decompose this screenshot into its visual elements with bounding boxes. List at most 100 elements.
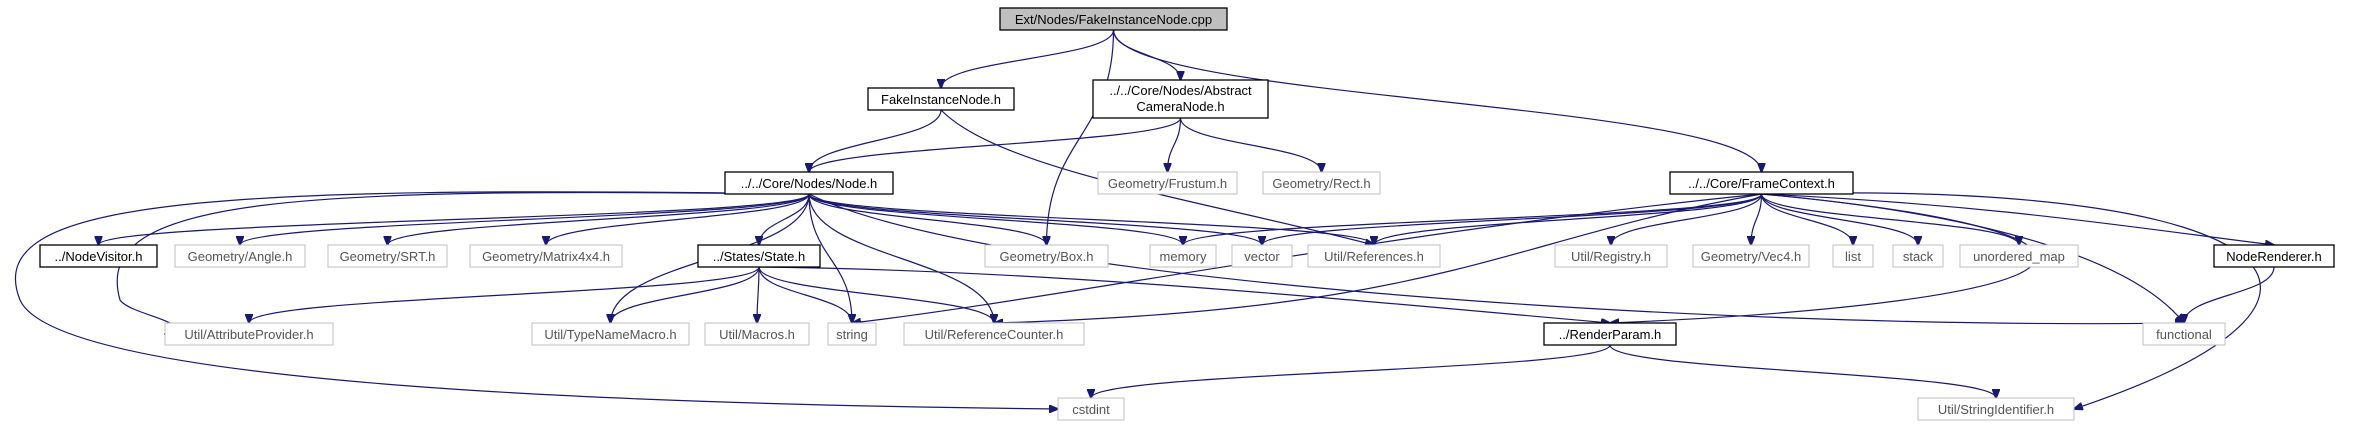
edge-framectx-to-registry [1611,193,1763,245]
node-box [827,322,877,346]
edge-node_h-to-memory [808,193,1183,245]
edge-states-to-refcounter [758,266,994,323]
edge-node_h-to-string [808,193,852,323]
node-box [1543,322,1677,346]
edge-framectx-to-memory [1183,193,1763,245]
node-refcounter: Util/ReferenceCounter.h [903,322,1085,346]
edge-node_h-to-attrprov [116,191,810,334]
node-box [1669,171,1854,195]
node-label: Util/ReferenceCounter.h [925,327,1064,342]
edge-abstract_cam-to-rect [1179,117,1322,172]
node-label: ../../Core/Nodes/Node.h [741,176,878,191]
node-states[interactable]: ../States/State.h [697,244,821,268]
node-box [1262,171,1381,195]
node-box [1917,397,2075,421]
node-label: ../NodeVisitor.h [55,249,143,264]
edge-renderparam-to-cstdint [1091,344,1611,398]
node-attrprov: Util/AttributeProvider.h [164,322,334,346]
node-label: functional [2156,327,2212,342]
node-stack: stack [1892,244,1944,268]
node-label: stack [1903,249,1934,264]
edge-node_h-to-cstdint [14,191,1058,409]
edge-states-to-macros [757,266,759,323]
node-framectx[interactable]: ../../Core/FrameContext.h [1669,171,1854,195]
node-box [984,244,1109,268]
node-label: Geometry/SRT.h [340,249,436,264]
node-matrix: Geometry/Matrix4x4.h [469,244,623,268]
edge-states-to-string [758,266,852,323]
nodes-layer: Ext/Nodes/FakeInstanceNode.cppFakeInstan… [39,7,2335,421]
edge-node_h-to-functional [808,193,2184,324]
edge-root-to-fake_h [941,29,1115,88]
edge-framectx-to-vec4 [1751,193,1763,245]
node-string: string [827,322,877,346]
node-box [704,322,810,346]
node-box [999,7,1228,31]
node-vector: vector [1231,244,1293,268]
edge-states-to-typename [611,266,760,323]
node-renderparam[interactable]: ../RenderParam.h [1543,322,1677,346]
node-box [1832,244,1874,268]
edge-node_h-to-matrix [546,193,810,245]
node-label: Geometry/Rect.h [1272,176,1370,191]
node-nodevisitor[interactable]: ../NodeVisitor.h [39,244,158,268]
node-label: NodeRenderer.h [2226,249,2321,264]
node-box [2213,244,2335,268]
node-box [1959,244,2079,268]
node-angle: Geometry/Angle.h [174,244,306,268]
node-label: cstdint [1072,402,1110,417]
node-box [469,244,623,268]
node-label: Geometry/Matrix4x4.h [482,249,610,264]
node-box [1554,244,1668,268]
node-node-h[interactable]: ../../Core/Nodes/Node.h [724,171,894,195]
node-vec4: Geometry/Vec4.h [1692,244,1810,268]
edge-states-to-renderparam [758,266,1610,323]
node-label: ../../Core/FrameContext.h [1688,176,1835,191]
node-label: Util/AttributeProvider.h [184,327,313,342]
edge-framectx-to-stringid [1761,192,2261,409]
edge-framectx-to-noderenderer [1761,193,2275,245]
node-box: Geometry/Box.h [984,244,1109,268]
node-noderenderer[interactable]: NodeRenderer.h [2213,244,2335,268]
edge-root-to-box [1047,29,1115,245]
edge-framectx-to-list [1760,193,1854,245]
node-box [1892,244,1944,268]
node-box [724,171,894,195]
edge-framectx-to-umap [1760,193,2020,245]
edges-layer [14,29,2275,409]
edge-node_h-to-vector [808,193,1262,245]
node-frustum: Geometry/Frustum.h [1097,171,1238,195]
node-box [164,322,334,346]
node-registry: Util/Registry.h [1554,244,1668,268]
node-umap: unordered_map [1959,244,2079,268]
node-functional: functional [2142,322,2226,346]
node-label: FakeInstanceNode.h [881,92,1001,107]
node-label: vector [1244,249,1280,264]
edge-node_h-to-box [808,193,1047,245]
edge-abstract_cam-to-frustum [1168,117,1182,172]
node-label: Ext/Nodes/FakeInstanceNode.cpp [1015,12,1212,27]
node-cstdint: cstdint [1057,397,1125,421]
edge-framectx-to-refcounter [994,193,1762,323]
node-fake-h[interactable]: FakeInstanceNode.h [867,87,1015,111]
node-box [1149,244,1217,268]
node-box [1092,79,1269,119]
edge-node_h-to-references [808,193,1374,245]
node-box [174,244,306,268]
node-label: Geometry/Frustum.h [1108,176,1227,191]
edge-framectx-to-vector [1262,193,1763,245]
node-label: Util/Macros.h [719,327,795,342]
edge-fake_h-to-node_h [809,109,942,172]
edge-root-to-framectx [1112,29,1762,172]
node-label: Geometry/Angle.h [188,249,293,264]
node-root[interactable]: Ext/Nodes/FakeInstanceNode.cpp [999,7,1228,31]
node-box [327,244,448,268]
node-stringid: Util/StringIdentifier.h [1917,397,2075,421]
node-box [867,87,1015,111]
node-label: Util/Registry.h [1571,249,1651,264]
node-label: list [1845,249,1861,264]
node-label: ../States/State.h [713,249,806,264]
edge-node_h-to-refcounter [808,193,994,323]
